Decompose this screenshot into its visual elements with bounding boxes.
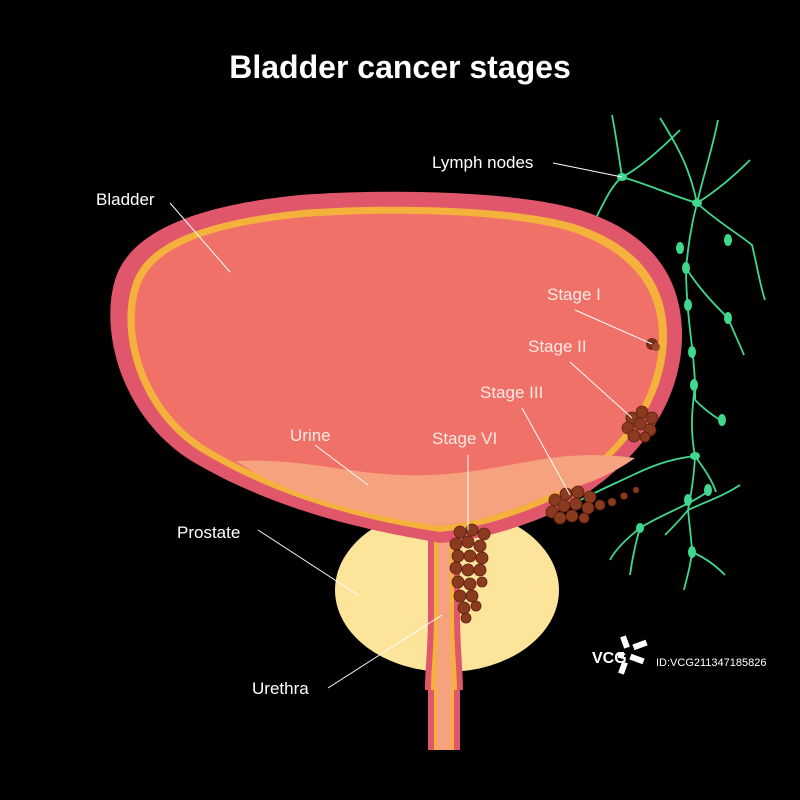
lymph-node	[636, 523, 644, 533]
label-stage-3: Stage III	[480, 383, 543, 402]
label-lymph-nodes: Lymph nodes	[432, 153, 533, 172]
lymph-node	[676, 242, 684, 254]
leader-stage-3	[521, 407, 571, 496]
lymph-node	[724, 312, 732, 324]
watermark: VCG ID:VCG211347185826	[592, 635, 767, 675]
lymph-node	[684, 299, 692, 311]
lymph-node	[724, 234, 732, 246]
tumor-stage-6	[449, 523, 491, 624]
label-stage-1: Stage I	[547, 285, 601, 304]
lymph-node	[688, 546, 696, 558]
lymph-node	[690, 379, 698, 391]
leader-urine	[314, 444, 369, 486]
lymph-node	[692, 199, 702, 207]
lymph-node	[690, 452, 700, 460]
watermark-logo-icon	[618, 635, 648, 675]
label-urine: Urine	[290, 426, 331, 445]
label-urethra: Urethra	[252, 679, 309, 698]
label-bladder: Bladder	[96, 190, 155, 209]
diagram-title: Bladder cancer stages	[229, 49, 571, 85]
leader-prostate	[257, 529, 359, 596]
leader-lymph-nodes	[552, 162, 623, 178]
lymph-node-markers	[617, 173, 732, 558]
label-prostate: Prostate	[177, 523, 240, 542]
lymph-node	[684, 494, 692, 506]
leader-bladder	[169, 202, 231, 273]
watermark-id: ID:VCG211347185826	[656, 657, 767, 669]
leader-urethra	[327, 614, 443, 689]
label-stage-6: Stage VI	[432, 429, 497, 448]
lymph-node	[718, 414, 726, 426]
leader-stage-1	[574, 309, 653, 345]
urine-fill	[236, 455, 635, 526]
leader-stage-2	[569, 361, 633, 419]
tumor-stage-3	[545, 485, 640, 525]
lymph-node	[688, 346, 696, 358]
leader-lines	[169, 162, 653, 689]
bladder-cavity	[134, 213, 660, 526]
lymph-node	[682, 262, 690, 274]
lymph-node	[704, 484, 712, 496]
label-stage-2: Stage II	[528, 337, 587, 356]
